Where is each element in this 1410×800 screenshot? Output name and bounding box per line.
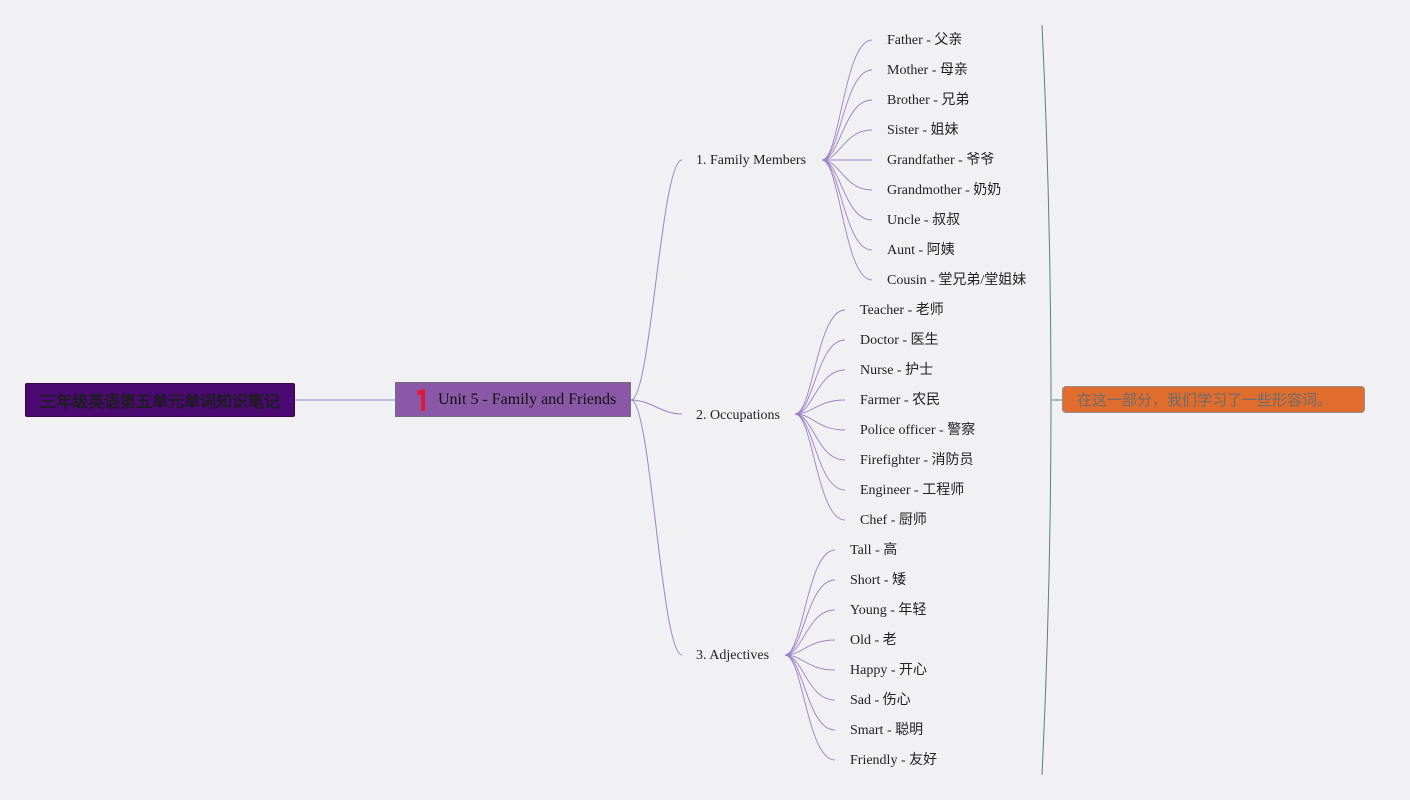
branch-3-leaf-line-1 [784,549,836,656]
leaf-text: Uncle - 叔叔 [887,213,961,228]
branch-2-leaf-line-2 [794,339,846,415]
branch-2-leaf-line-8 [794,413,846,521]
branch-2-leaf-line-6 [794,413,846,461]
leaf-police-officer[interactable]: Police officer - 警察 [860,422,975,440]
branch-3-leaf-line-8 [784,654,836,761]
branch-2-leaf-line-5 [794,413,846,431]
unit-topic-label: Unit 5 - Family and Friends [438,390,617,408]
leaf-farmer[interactable]: Farmer - 农民 [860,392,940,410]
leaf-text: Mother - 母亲 [887,63,968,78]
leaf-text: Young - 年轻 [850,603,927,618]
leaf-firefighter[interactable]: Firefighter - 消防员 [860,452,974,470]
branch-label: 3. Adjectives [696,648,770,663]
root-topic-node[interactable]: 三年级英语第五单元单词知识笔记 [25,383,295,417]
leaf-text: Tall - 高 [850,543,898,558]
branch-label: 1. Family Members [696,153,807,168]
leaf-doctor[interactable]: Doctor - 医生 [860,332,939,350]
leaf-text: Friendly - 友好 [850,753,938,768]
leaf-young[interactable]: Young - 年轻 [850,602,926,620]
branch-3-leaf-line-2 [784,579,836,656]
leaf-friendly[interactable]: Friendly - 友好 [850,752,937,770]
branch-2-leaf-line-3 [794,369,846,415]
branch-1-leaf-line-3 [821,99,873,161]
leaf-text: Grandfather - 爷爷 [887,153,995,168]
summary-bracket-line [1041,24,1052,776]
leaf-happy[interactable]: Happy - 开心 [850,662,927,680]
branch-label: 2. Occupations [696,408,780,423]
unit-topic-node[interactable]: Unit 5 - Family and Friends [395,382,631,417]
priority-1-flag-icon [416,388,428,412]
leaf-tall[interactable]: Tall - 高 [850,542,897,560]
leaf-smart[interactable]: Smart - 聪明 [850,722,923,740]
leaf-text: Sister - 姐妹 [887,123,959,138]
branch-1-leaf-line-1 [821,39,873,161]
leaf-short[interactable]: Short - 矮 [850,572,906,590]
leaf-text: Nurse - 护士 [860,363,934,378]
summary-label: 在这一部分，我们学习了一些形容词。 [1077,391,1333,409]
leaf-text: Happy - 开心 [850,663,927,678]
unit-to-branch-line-1 [630,159,683,401]
leaf-text: Cousin - 堂兄弟/堂姐妹 [887,273,1027,288]
leaf-nurse[interactable]: Nurse - 护士 [860,362,933,380]
branch-1-leaf-line-2 [821,69,873,161]
leaf-text: Aunt - 阿姨 [887,243,955,258]
leaf-text: Chef - 厨师 [860,513,927,528]
leaf-text: Doctor - 医生 [860,333,939,348]
leaf-chef[interactable]: Chef - 厨师 [860,512,927,530]
leaf-sister[interactable]: Sister - 姐妹 [887,122,959,140]
branch-2-leaf-line-4 [794,399,846,415]
leaf-text: Old - 老 [850,633,897,648]
leaf-text: Engineer - 工程师 [860,483,965,498]
leaf-grandfather[interactable]: Grandfather - 爷爷 [887,152,994,170]
branch-family-members[interactable]: 1. Family Members [696,152,806,170]
branch-occupations[interactable]: 2. Occupations [696,407,780,425]
unit-to-branch-line-3 [630,399,683,656]
branch-1-leaf-line-7 [821,159,873,221]
leaf-brother[interactable]: Brother - 兄弟 [887,92,969,110]
leaf-text: Father - 父亲 [887,33,963,48]
leaf-text: Police officer - 警察 [860,423,976,438]
leaf-mother[interactable]: Mother - 母亲 [887,62,968,80]
leaf-sad[interactable]: Sad - 伤心 [850,692,911,710]
branch-1-leaf-line-4 [821,129,873,161]
leaf-text: Sad - 伤心 [850,693,911,708]
leaf-text: Smart - 聪明 [850,723,924,738]
branch-adjectives[interactable]: 3. Adjectives [696,647,769,665]
unit-to-branch-line-2 [630,399,683,415]
leaf-uncle[interactable]: Uncle - 叔叔 [887,212,960,230]
leaf-text: Brother - 兄弟 [887,93,970,108]
summary-node[interactable]: 在这一部分，我们学习了一些形容词。 [1062,386,1365,413]
leaf-engineer[interactable]: Engineer - 工程师 [860,482,964,500]
root-topic-label: 三年级英语第五单元单词知识笔记 [39,392,280,411]
leaf-text: Teacher - 老师 [860,303,944,318]
leaf-teacher[interactable]: Teacher - 老师 [860,302,944,320]
leaf-cousin[interactable]: Cousin - 堂兄弟/堂姐妹 [887,272,1026,290]
leaf-father[interactable]: Father - 父亲 [887,32,962,50]
leaf-text: Firefighter - 消防员 [860,453,974,468]
leaf-old[interactable]: Old - 老 [850,632,897,650]
leaf-text: Farmer - 农民 [860,393,941,408]
branch-1-leaf-line-9 [821,159,873,281]
branch-3-leaf-line-4 [784,639,836,656]
branch-3-leaf-line-7 [784,654,836,731]
branch-2-leaf-line-1 [794,309,846,415]
leaf-aunt[interactable]: Aunt - 阿姨 [887,242,955,260]
branch-2-leaf-line-7 [794,413,846,491]
leaf-text: Grandmother - 奶奶 [887,183,1002,198]
leaf-grandmother[interactable]: Grandmother - 奶奶 [887,182,1001,200]
leaf-text: Short - 矮 [850,573,906,588]
branch-3-leaf-line-6 [784,654,836,701]
branch-1-leaf-line-6 [821,159,873,191]
branch-3-leaf-line-3 [784,609,836,656]
